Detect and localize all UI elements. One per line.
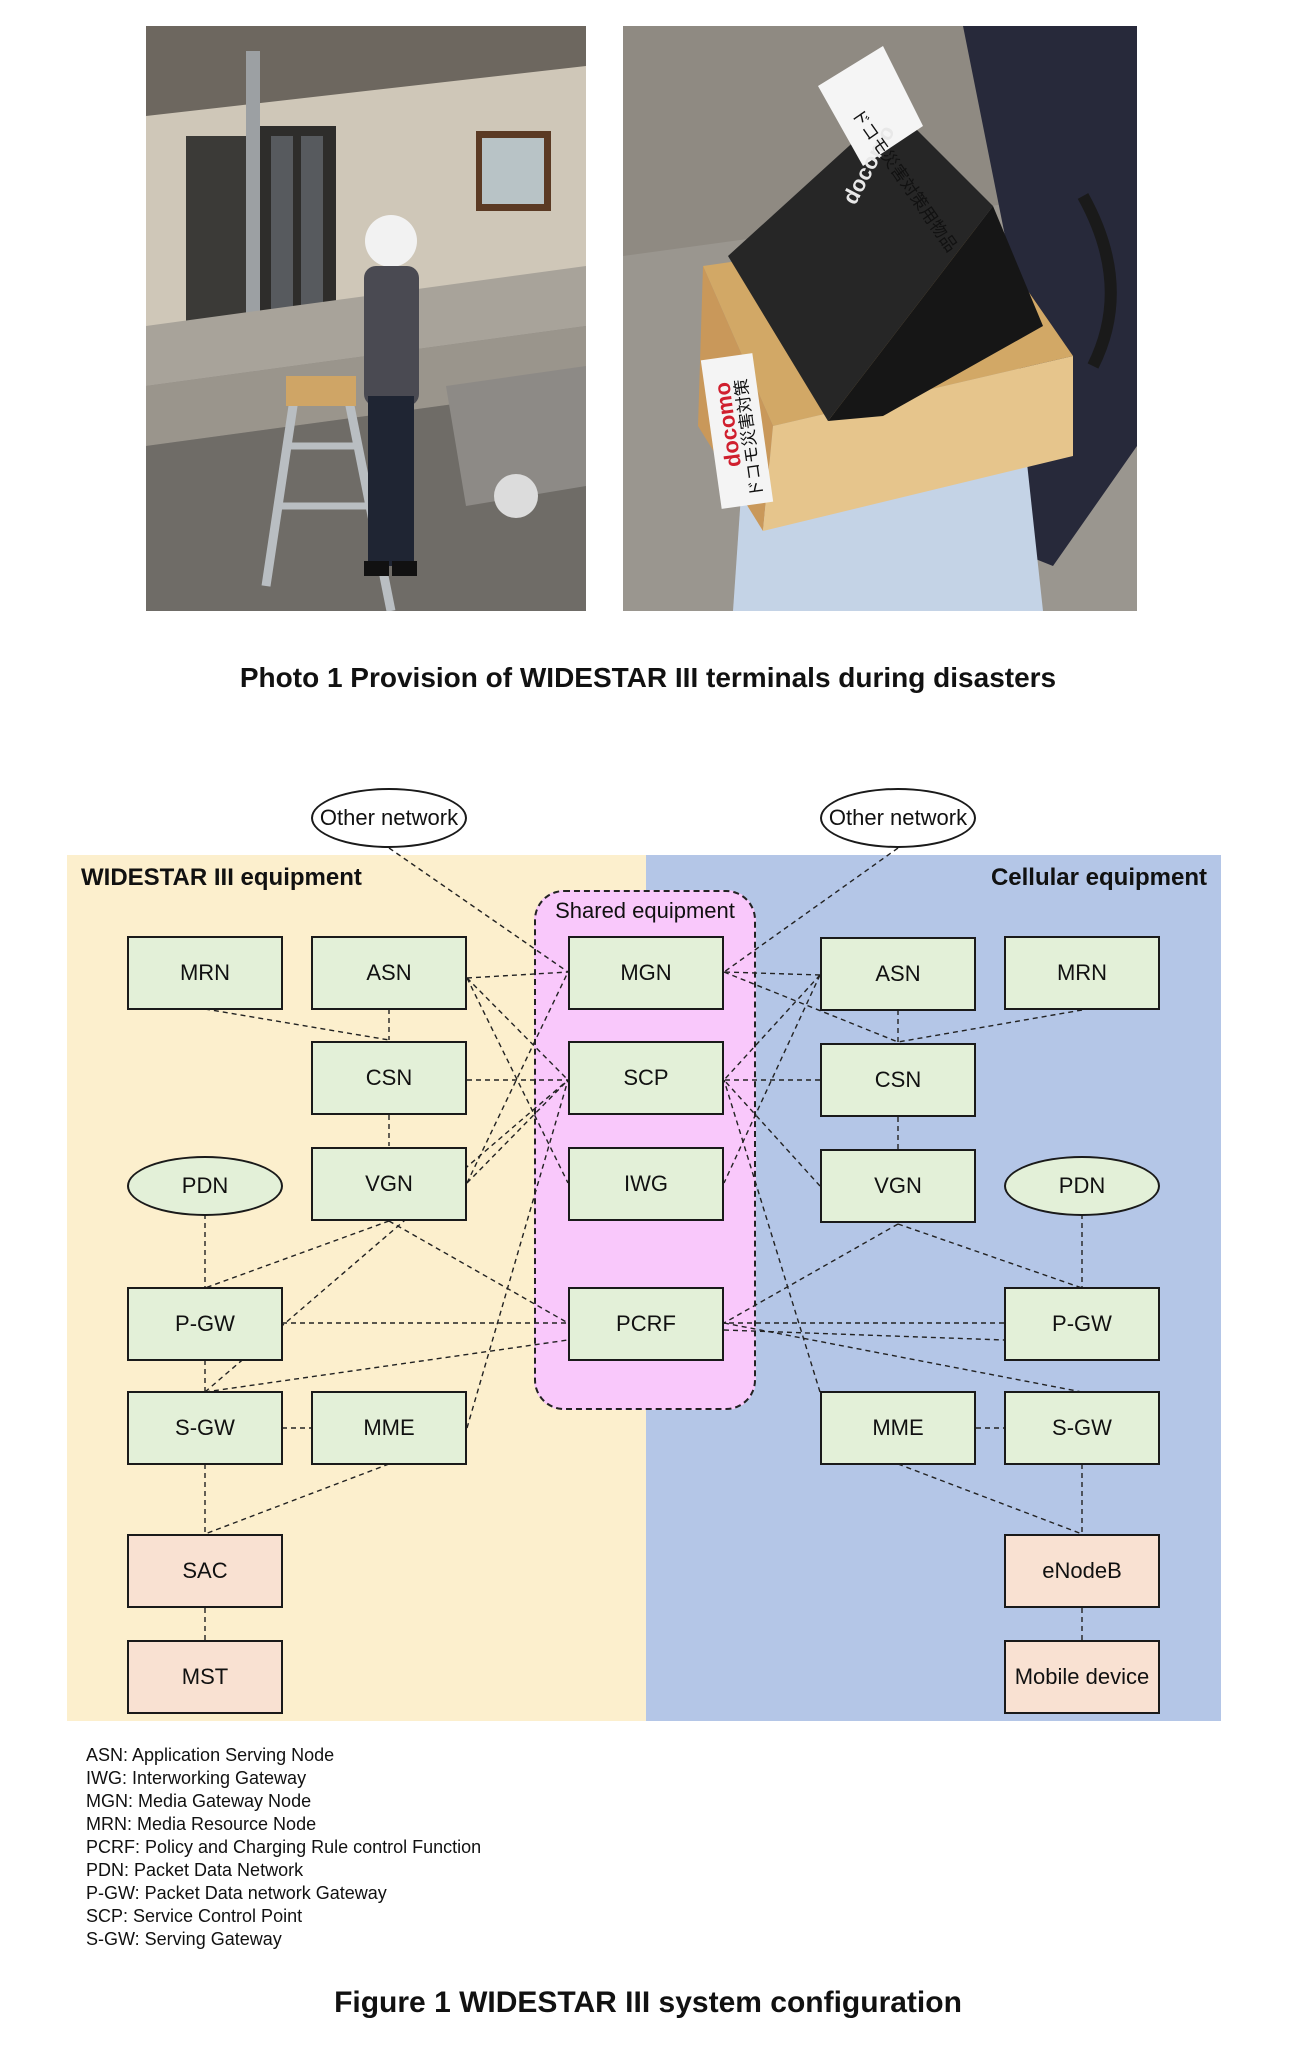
w-mst-node: MST (127, 1640, 283, 1714)
c-enodeb-node: eNodeB (1004, 1534, 1160, 1608)
s-scp-node: SCP (568, 1041, 724, 1115)
abbreviation-legend: ASN: Application Serving Node IWG: Inter… (86, 1744, 481, 1951)
legend-item: SCP: Service Control Point (86, 1905, 481, 1928)
c-pgw-node: P-GW (1004, 1287, 1160, 1361)
c-mme-node: MME (820, 1391, 976, 1465)
photo-right-terminal-closeup: docomo ドコモ災害対策 docomo ドコモ災害対策用物品 (623, 26, 1137, 611)
widestar-equipment-title: WIDESTAR III equipment (81, 864, 362, 892)
w-asn-node: ASN (311, 936, 467, 1010)
legend-item: PDN: Packet Data Network (86, 1859, 481, 1882)
other-network-right: Other network (820, 788, 976, 848)
c-asn-node: ASN (820, 937, 976, 1011)
w-mrn-node: MRN (127, 936, 283, 1010)
legend-item: IWG: Interworking Gateway (86, 1767, 481, 1790)
w-sgw-node: S-GW (127, 1391, 283, 1465)
c-vgn-node: VGN (820, 1149, 976, 1223)
legend-item: MRN: Media Resource Node (86, 1813, 481, 1836)
legend-item: PCRF: Policy and Charging Rule control F… (86, 1836, 481, 1859)
c-mrn-node: MRN (1004, 936, 1160, 1010)
other-network-left: Other network (311, 788, 467, 848)
s-pcrf-node: PCRF (568, 1287, 724, 1361)
c-pdn-node: PDN (1004, 1156, 1160, 1216)
c-sgw-node: S-GW (1004, 1391, 1160, 1465)
w-mme-node: MME (311, 1391, 467, 1465)
c-csn-node: CSN (820, 1043, 976, 1117)
w-sac-node: SAC (127, 1534, 283, 1608)
cellular-equipment-title: Cellular equipment (991, 864, 1207, 892)
photo-caption: Photo 1 Provision of WIDESTAR III termin… (0, 662, 1296, 694)
photo-left-worker-with-terminal (146, 26, 586, 611)
shared-equipment-label: Shared equipment (534, 898, 756, 924)
w-vgn-node: VGN (311, 1147, 467, 1221)
s-mgn-node: MGN (568, 936, 724, 1010)
legend-item: ASN: Application Serving Node (86, 1744, 481, 1767)
photo-left-illustration (146, 26, 586, 611)
w-pdn-node: PDN (127, 1156, 283, 1216)
w-csn-node: CSN (311, 1041, 467, 1115)
figure-caption: Figure 1 WIDESTAR III system configurati… (0, 1986, 1296, 2020)
legend-item: P-GW: Packet Data network Gateway (86, 1882, 481, 1905)
photo-right-illustration: docomo ドコモ災害対策 docomo ドコモ災害対策用物品 (623, 26, 1137, 611)
w-pgw-node: P-GW (127, 1287, 283, 1361)
s-iwg-node: IWG (568, 1147, 724, 1221)
c-mobile-device-node: Mobile device (1004, 1640, 1160, 1714)
legend-item: S-GW: Serving Gateway (86, 1928, 481, 1951)
legend-item: MGN: Media Gateway Node (86, 1790, 481, 1813)
